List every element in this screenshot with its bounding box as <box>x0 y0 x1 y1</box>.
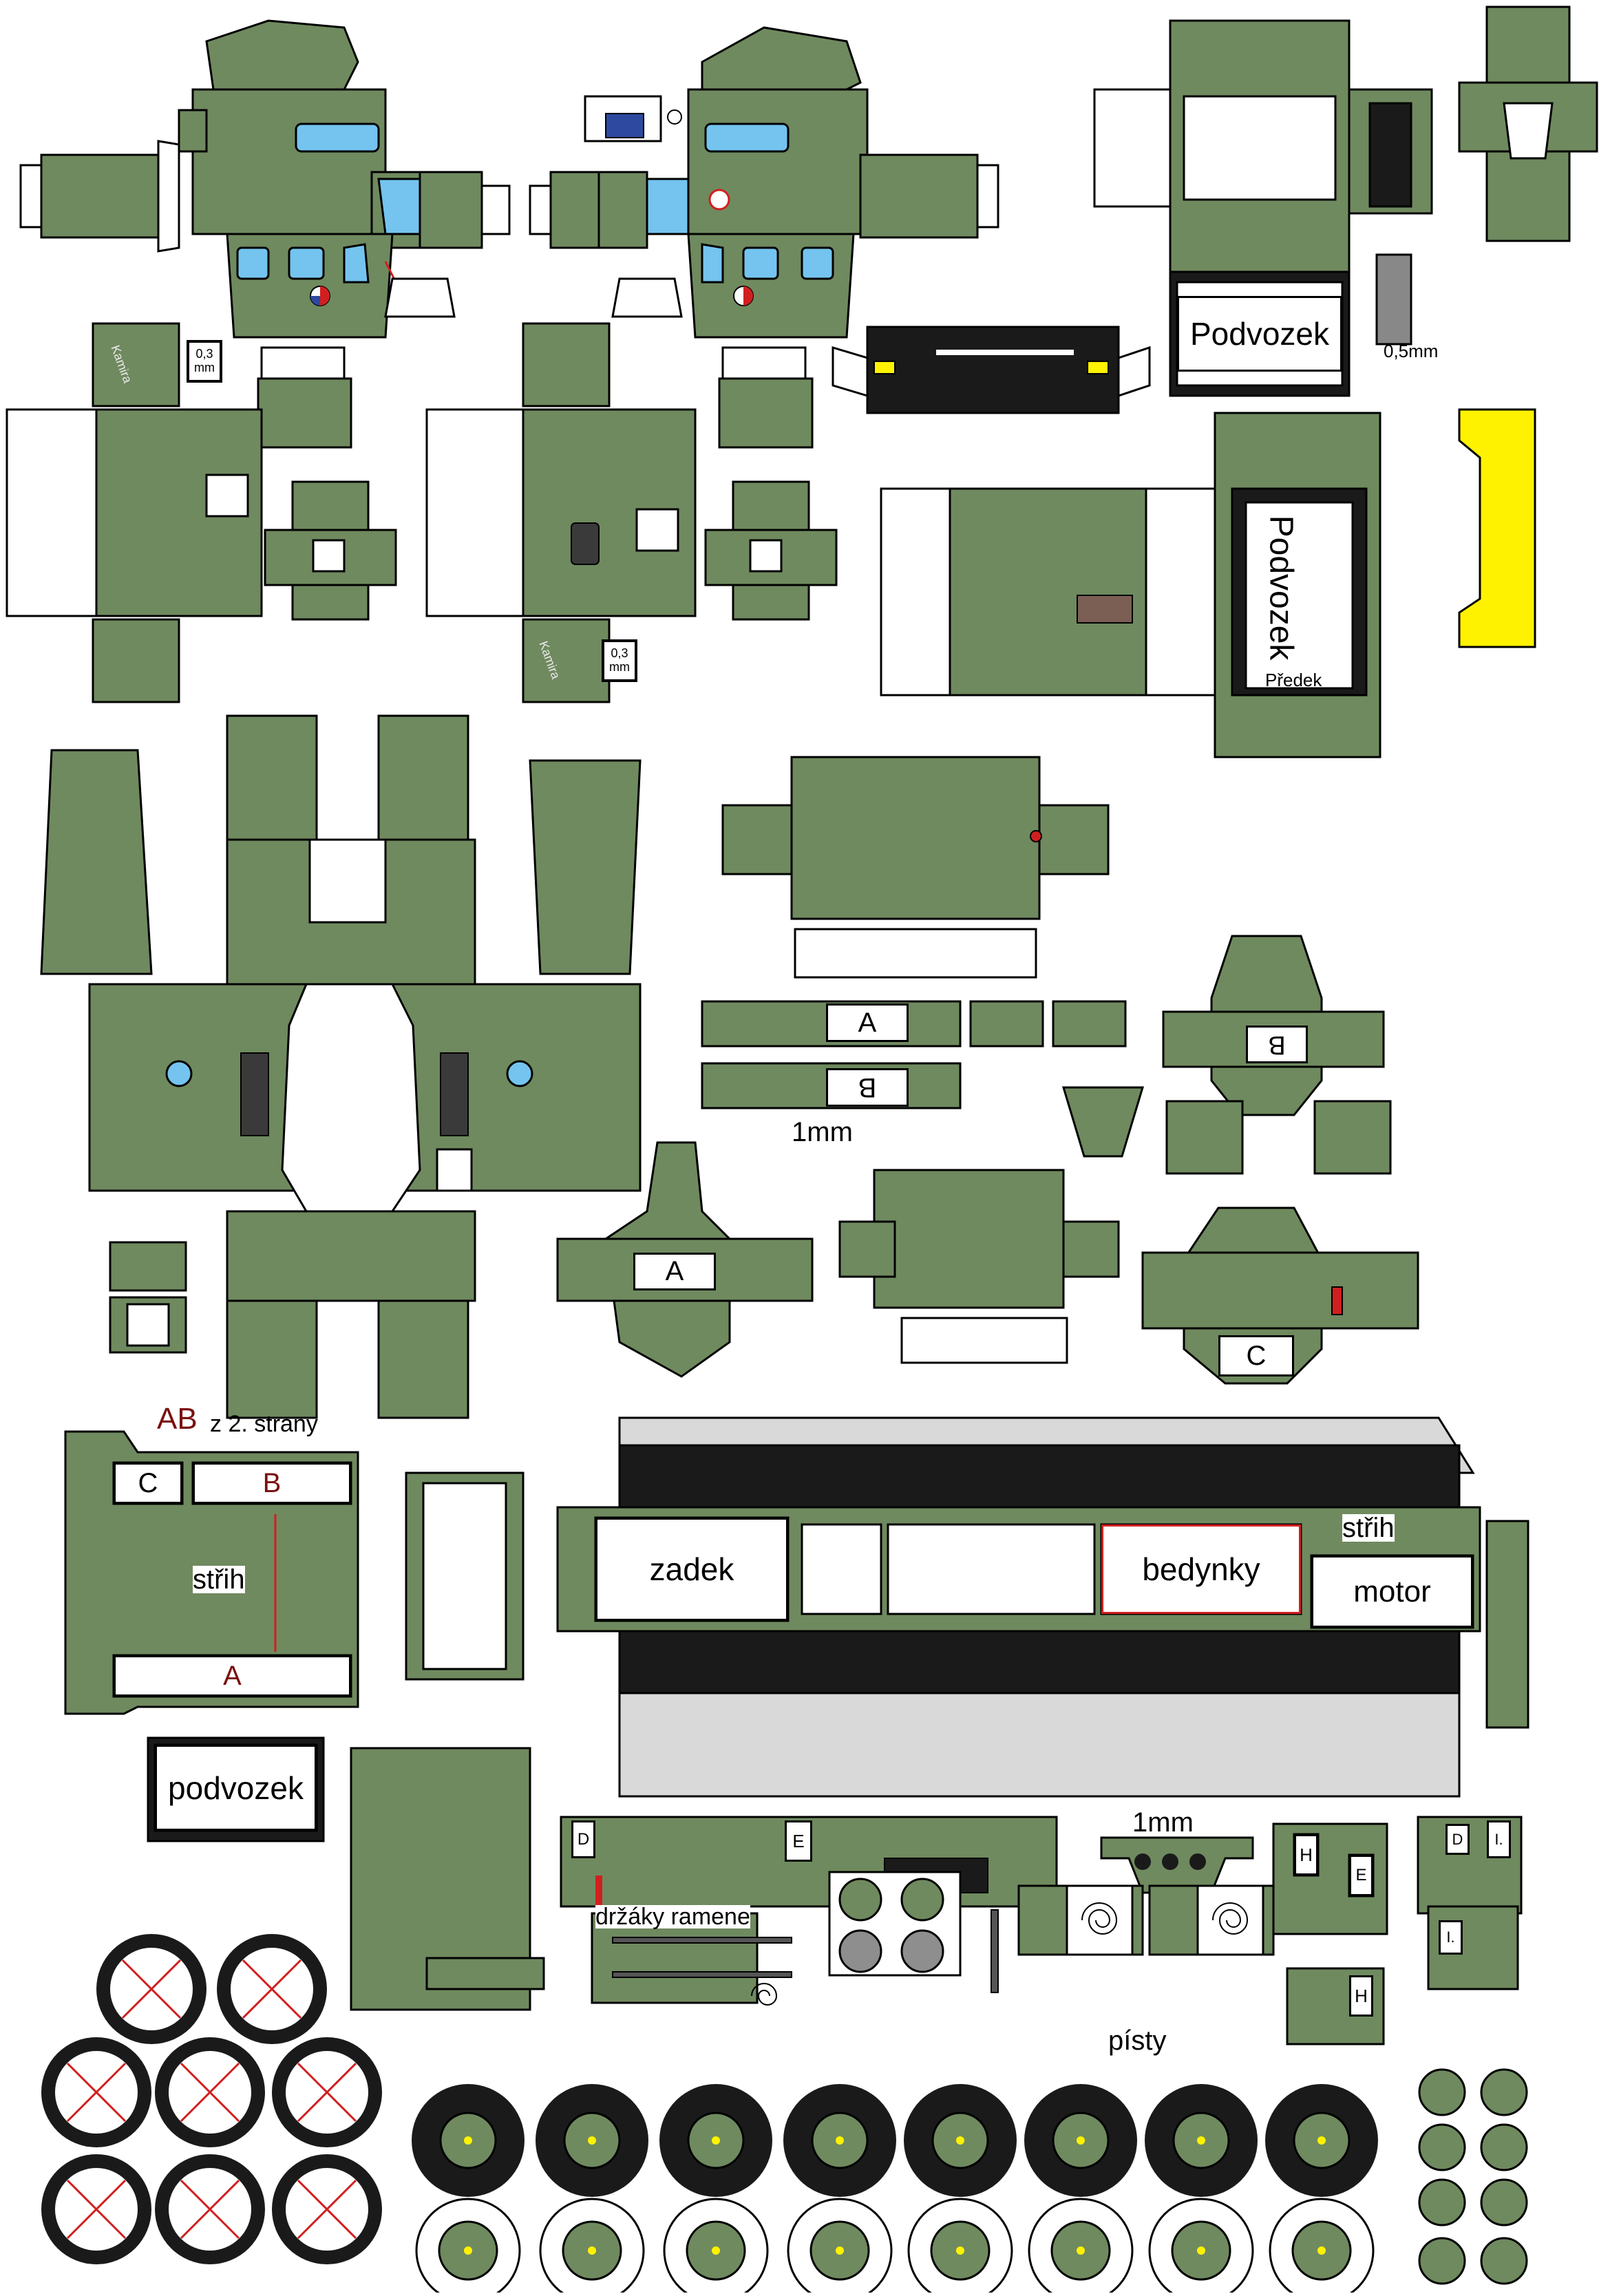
wheel <box>1265 2084 1378 2197</box>
bracket-part <box>1100 1836 1254 1894</box>
chassis-vertical-label: Podvozek <box>1262 515 1300 661</box>
side-panel-left-part <box>40 749 642 975</box>
tyre <box>217 1934 327 2044</box>
engine-part <box>721 756 1110 979</box>
tyre <box>41 2154 151 2264</box>
hub <box>663 2198 769 2296</box>
tyre <box>155 2154 265 2264</box>
tyre <box>272 2037 382 2147</box>
part-i-label-1: I. <box>1487 1820 1511 1858</box>
chassis-front-part <box>880 408 1536 758</box>
thickness-label-03-b: 0,3 mm <box>602 640 637 681</box>
small-hub-grid <box>1418 2068 1528 2285</box>
frame-part <box>838 1169 1120 1364</box>
wheel <box>1145 2084 1258 2197</box>
cut-left-label: střih <box>193 1564 245 1595</box>
hub-plate-part <box>828 1871 962 1977</box>
wheel-row <box>412 2084 1378 2197</box>
door-left-part <box>6 322 397 703</box>
strip-ab-part <box>701 1000 1145 1158</box>
part-a-label: A <box>826 1003 909 1042</box>
small-box-part <box>109 1241 187 1354</box>
cut-right-label: střih <box>1342 1513 1395 1543</box>
rear-label: zadek <box>595 1518 788 1621</box>
hub <box>787 2198 893 2296</box>
chassis-top-label: Podvozek <box>1177 296 1342 372</box>
hub <box>1148 2198 1254 2296</box>
part-e-label-2: E <box>1349 1855 1373 1896</box>
wheel <box>659 2084 772 2197</box>
part-b-small-label: B <box>1246 1025 1308 1063</box>
bed-frame-part <box>405 1471 525 1681</box>
part-b-flipped-label: B <box>826 1068 909 1107</box>
wheel <box>783 2084 896 2197</box>
tyre <box>155 2037 265 2147</box>
part-b-left-label: B <box>193 1463 351 1504</box>
tyre <box>41 2037 151 2147</box>
wheel <box>1024 2084 1137 2197</box>
piston-part <box>1017 1884 1275 1956</box>
ab-other-side-label: AB <box>157 1402 198 1436</box>
part-h-label-1: H <box>1294 1834 1318 1875</box>
hub <box>415 2198 521 2296</box>
engine-label: motor <box>1311 1555 1473 1628</box>
hub <box>1028 2198 1134 2296</box>
arm-holders-label: držáky ramene <box>595 1904 750 1930</box>
hub <box>539 2198 645 2296</box>
part-c-left-label: C <box>114 1463 182 1504</box>
thickness-label-05: 0,5mm <box>1384 341 1439 361</box>
grille-part <box>1458 6 1598 242</box>
cab-left-part <box>19 19 511 449</box>
front-bumper-part <box>832 326 1151 414</box>
part-i-label-2: I. <box>1439 1920 1463 1955</box>
pistons-label: písty <box>1108 2026 1167 2056</box>
hub-row <box>415 2198 1375 2296</box>
tyre-cluster <box>41 1934 382 2264</box>
part-a-center-label: A <box>633 1253 716 1290</box>
boxes-label: bedynky <box>1101 1524 1301 1614</box>
wheel <box>412 2084 525 2197</box>
part-c-right-label: C <box>1218 1335 1294 1376</box>
hub <box>1269 2198 1375 2296</box>
part-d-label-1: D <box>571 1820 595 1858</box>
thickness-label-1mm-left: 1mm <box>792 1117 853 1147</box>
thickness-label-03-a: 0,3 mm <box>187 341 222 382</box>
hub <box>907 2198 1013 2296</box>
wheel <box>536 2084 648 2197</box>
tyre <box>272 2154 382 2264</box>
part-a-left-label: A <box>114 1655 351 1697</box>
cab-right-part <box>529 26 999 449</box>
chassis-bottom-label: podvozek <box>155 1745 317 1831</box>
part-h-label-2: H <box>1349 1975 1373 2017</box>
rods-part <box>425 1909 999 2006</box>
front-label: Předek <box>1265 670 1322 690</box>
cab-body-part <box>88 714 642 1419</box>
wheel <box>904 2084 1017 2197</box>
thickness-label-1mm-right: 1mm <box>1132 1807 1194 1838</box>
tyre <box>96 1934 207 2044</box>
other-side-label: z 2. strany <box>210 1411 318 1437</box>
part-e-label-1: E <box>785 1820 812 1862</box>
part-d-label-2: D <box>1446 1824 1470 1855</box>
